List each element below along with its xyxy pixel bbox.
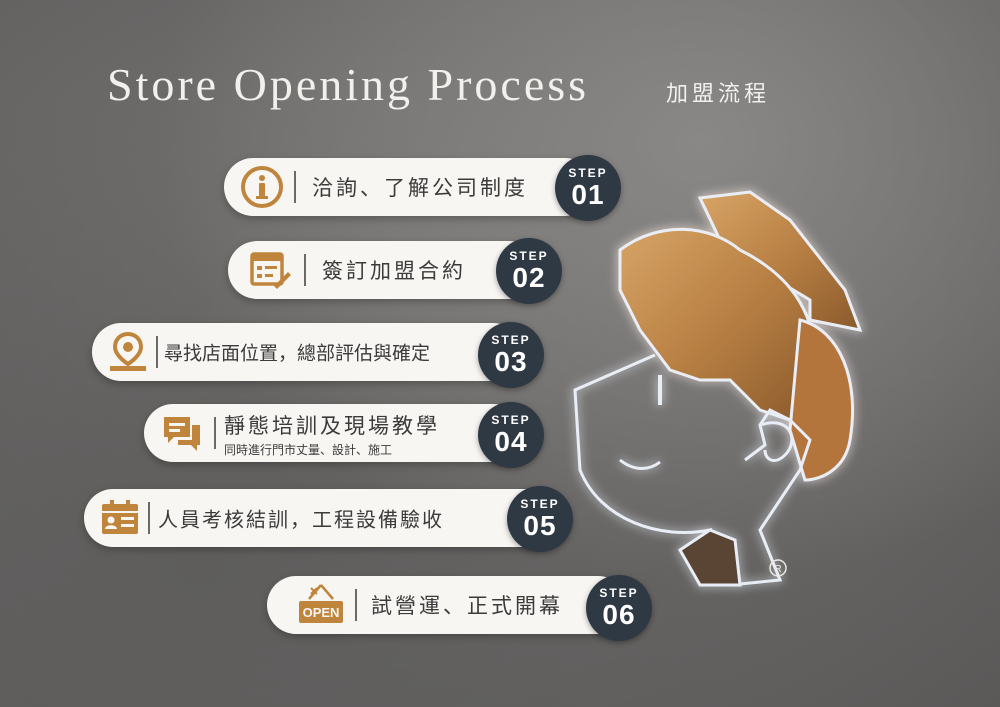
step-number: 02 bbox=[512, 262, 546, 293]
step-label: 試營運、正式開幕 bbox=[371, 594, 563, 618]
divider bbox=[156, 336, 158, 368]
open-sign-icon: OPEN bbox=[297, 583, 345, 627]
step-badge-06: STEP 06 bbox=[586, 575, 652, 641]
divider bbox=[214, 417, 216, 449]
step-badge-02: STEP 02 bbox=[496, 238, 562, 304]
info-icon bbox=[240, 165, 284, 209]
step-06-card: OPEN 試營運、正式開幕 bbox=[267, 576, 627, 634]
step-badge-01: STEP 01 bbox=[555, 155, 621, 221]
step-sublabel: 同時進行門市丈量、設計、施工 bbox=[224, 443, 393, 457]
step-03-card: 尋找店面位置，總部評估與確定 bbox=[92, 323, 522, 381]
open-sign-text: OPEN bbox=[303, 605, 340, 620]
step-02-card: 簽訂加盟合約 bbox=[228, 241, 538, 299]
step-number: 06 bbox=[602, 599, 636, 630]
step-label: 人員考核結訓，工程設備驗收 bbox=[158, 507, 444, 532]
page-subtitle: 加盟流程 bbox=[666, 82, 771, 107]
step-number: 04 bbox=[494, 426, 528, 457]
step-word: STEP bbox=[491, 413, 531, 427]
step-01-card: 洽詢、了解公司制度 bbox=[224, 158, 594, 216]
step-word: STEP bbox=[491, 333, 531, 347]
id-card-icon bbox=[98, 496, 142, 540]
divider bbox=[304, 254, 306, 286]
step-word: STEP bbox=[509, 249, 549, 263]
step-label: 尋找店面位置，總部評估與確定 bbox=[164, 342, 431, 365]
contract-icon bbox=[248, 248, 292, 292]
step-label: 洽詢、了解公司制度 bbox=[312, 176, 528, 200]
step-badge-03: STEP 03 bbox=[478, 322, 544, 388]
divider bbox=[294, 171, 296, 203]
step-label: 簽訂加盟合約 bbox=[322, 259, 466, 283]
step-word: STEP bbox=[568, 166, 608, 180]
step-word: STEP bbox=[520, 497, 560, 511]
divider bbox=[355, 589, 357, 621]
divider bbox=[148, 502, 150, 534]
location-pin-icon bbox=[106, 330, 150, 374]
mascot-logo-icon: R bbox=[573, 190, 863, 587]
page-title: Store Opening Process bbox=[107, 59, 590, 110]
step-badge-04: STEP 04 bbox=[478, 402, 544, 468]
step-04-card: 靜態培訓及現場教學 同時進行門市丈量、設計、施工 bbox=[144, 404, 522, 462]
step-badge-05: STEP 05 bbox=[507, 486, 573, 552]
chat-bubbles-icon bbox=[160, 411, 204, 455]
step-label: 靜態培訓及現場教學 bbox=[224, 414, 440, 438]
step-05-card: 人員考核結訓，工程設備驗收 bbox=[84, 489, 554, 547]
step-number: 03 bbox=[494, 346, 528, 377]
registered-mark: R bbox=[774, 564, 781, 575]
step-number: 01 bbox=[571, 179, 605, 210]
step-number: 05 bbox=[523, 510, 557, 541]
step-word: STEP bbox=[599, 586, 639, 600]
